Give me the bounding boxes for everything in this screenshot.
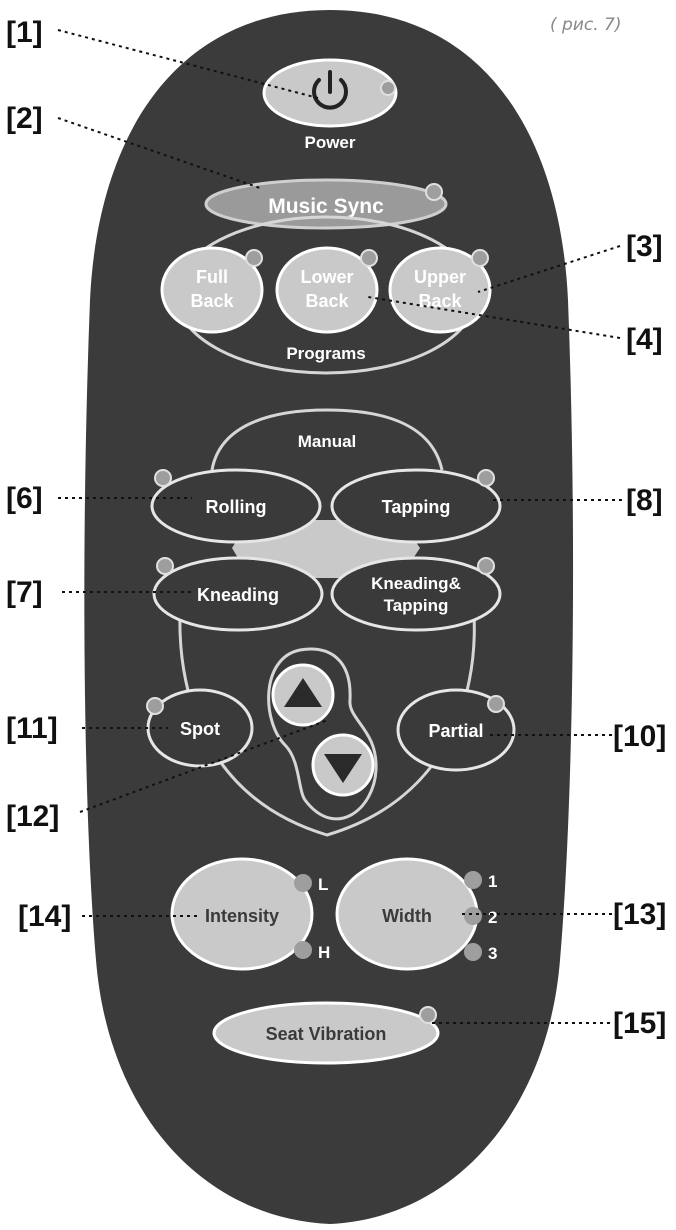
spot-led bbox=[146, 697, 164, 715]
callout-10: [10] bbox=[613, 720, 666, 753]
down-arrow-icon bbox=[324, 754, 362, 783]
lower-back-label-2: Back bbox=[305, 291, 349, 311]
upper-back-button[interactable]: Upper Back bbox=[388, 246, 492, 334]
seat-vibration-led bbox=[419, 1006, 437, 1024]
width-button[interactable]: Width bbox=[335, 857, 479, 971]
up-button[interactable] bbox=[271, 663, 335, 727]
upper-back-led bbox=[471, 249, 489, 267]
callout-1: [1] bbox=[6, 16, 43, 49]
upper-back-label-1: Upper bbox=[414, 267, 466, 287]
tapping-led bbox=[477, 469, 495, 487]
music-sync-led bbox=[425, 183, 443, 201]
full-back-label-1: Full bbox=[196, 267, 228, 287]
full-back-led bbox=[245, 249, 263, 267]
callout-6: [6] bbox=[6, 482, 43, 515]
lower-back-led bbox=[360, 249, 378, 267]
up-arrow-icon bbox=[284, 678, 322, 707]
tapping-button[interactable]: Tapping bbox=[330, 468, 502, 544]
kneading-label: Kneading bbox=[197, 585, 279, 605]
spot-button[interactable]: Spot bbox=[146, 688, 254, 768]
width-1-led bbox=[464, 871, 482, 889]
callout-3: [3] bbox=[626, 230, 663, 263]
partial-label: Partial bbox=[428, 721, 483, 741]
seat-vibration-button[interactable]: Seat Vibration bbox=[212, 1001, 440, 1065]
rolling-button[interactable]: Rolling bbox=[150, 468, 322, 544]
seat-vibration-label: Seat Vibration bbox=[266, 1024, 387, 1044]
callout-13: [13] bbox=[613, 898, 666, 931]
rolling-label: Rolling bbox=[206, 497, 267, 517]
power-button[interactable] bbox=[262, 58, 398, 128]
width-1-label: 1 bbox=[488, 872, 497, 891]
music-sync-label: Music Sync bbox=[268, 195, 384, 218]
callout-4: [4] bbox=[626, 323, 663, 356]
intensity-low-label: L bbox=[318, 875, 328, 894]
kneading-tapping-led bbox=[477, 557, 495, 575]
callout-15: [15] bbox=[613, 1007, 666, 1040]
kneading-button[interactable]: Kneading bbox=[152, 556, 324, 632]
partial-button[interactable]: Partial bbox=[396, 688, 516, 772]
partial-led bbox=[487, 695, 505, 713]
callout-7: [7] bbox=[6, 576, 43, 609]
programs-label: Programs bbox=[286, 344, 365, 363]
kneading-led bbox=[156, 557, 174, 575]
full-back-label-2: Back bbox=[190, 291, 234, 311]
manual-label: Manual bbox=[298, 432, 357, 451]
spot-label: Spot bbox=[180, 719, 220, 739]
intensity-label: Intensity bbox=[205, 906, 279, 926]
kneading-tapping-label-2: Tapping bbox=[384, 596, 449, 615]
tapping-label: Tapping bbox=[382, 497, 451, 517]
width-label: Width bbox=[382, 906, 432, 926]
callout-14: [14] bbox=[18, 900, 71, 933]
callout-2: [2] bbox=[6, 102, 43, 135]
intensity-low-led bbox=[294, 874, 312, 892]
width-3-led bbox=[464, 943, 482, 961]
width-2-led bbox=[464, 907, 482, 925]
width-2-label: 2 bbox=[488, 908, 497, 927]
upper-back-label-2: Back bbox=[418, 291, 462, 311]
music-sync-button[interactable]: Music Sync bbox=[204, 178, 448, 230]
lower-back-label-1: Lower bbox=[300, 267, 353, 287]
down-button[interactable] bbox=[311, 733, 375, 797]
power-icon bbox=[312, 70, 348, 110]
rolling-led bbox=[154, 469, 172, 487]
lower-back-button[interactable]: Lower Back bbox=[275, 246, 379, 334]
full-back-button[interactable]: Full Back bbox=[160, 246, 264, 334]
power-label: Power bbox=[304, 133, 355, 152]
intensity-button[interactable]: Intensity bbox=[170, 857, 314, 971]
kneading-tapping-button[interactable]: Kneading& Tapping bbox=[330, 556, 502, 632]
callout-leaders bbox=[57, 29, 622, 1024]
intensity-high-led bbox=[294, 941, 312, 959]
callout-11: [11] bbox=[6, 712, 58, 745]
intensity-high-label: H bbox=[318, 943, 330, 962]
callout-8: [8] bbox=[626, 484, 663, 517]
kneading-tapping-label-1: Kneading& bbox=[371, 574, 461, 593]
callout-12: [12] bbox=[6, 800, 59, 833]
width-3-label: 3 bbox=[488, 944, 497, 963]
power-led bbox=[380, 80, 396, 96]
figure-caption: ( рис. 7) bbox=[550, 15, 621, 35]
